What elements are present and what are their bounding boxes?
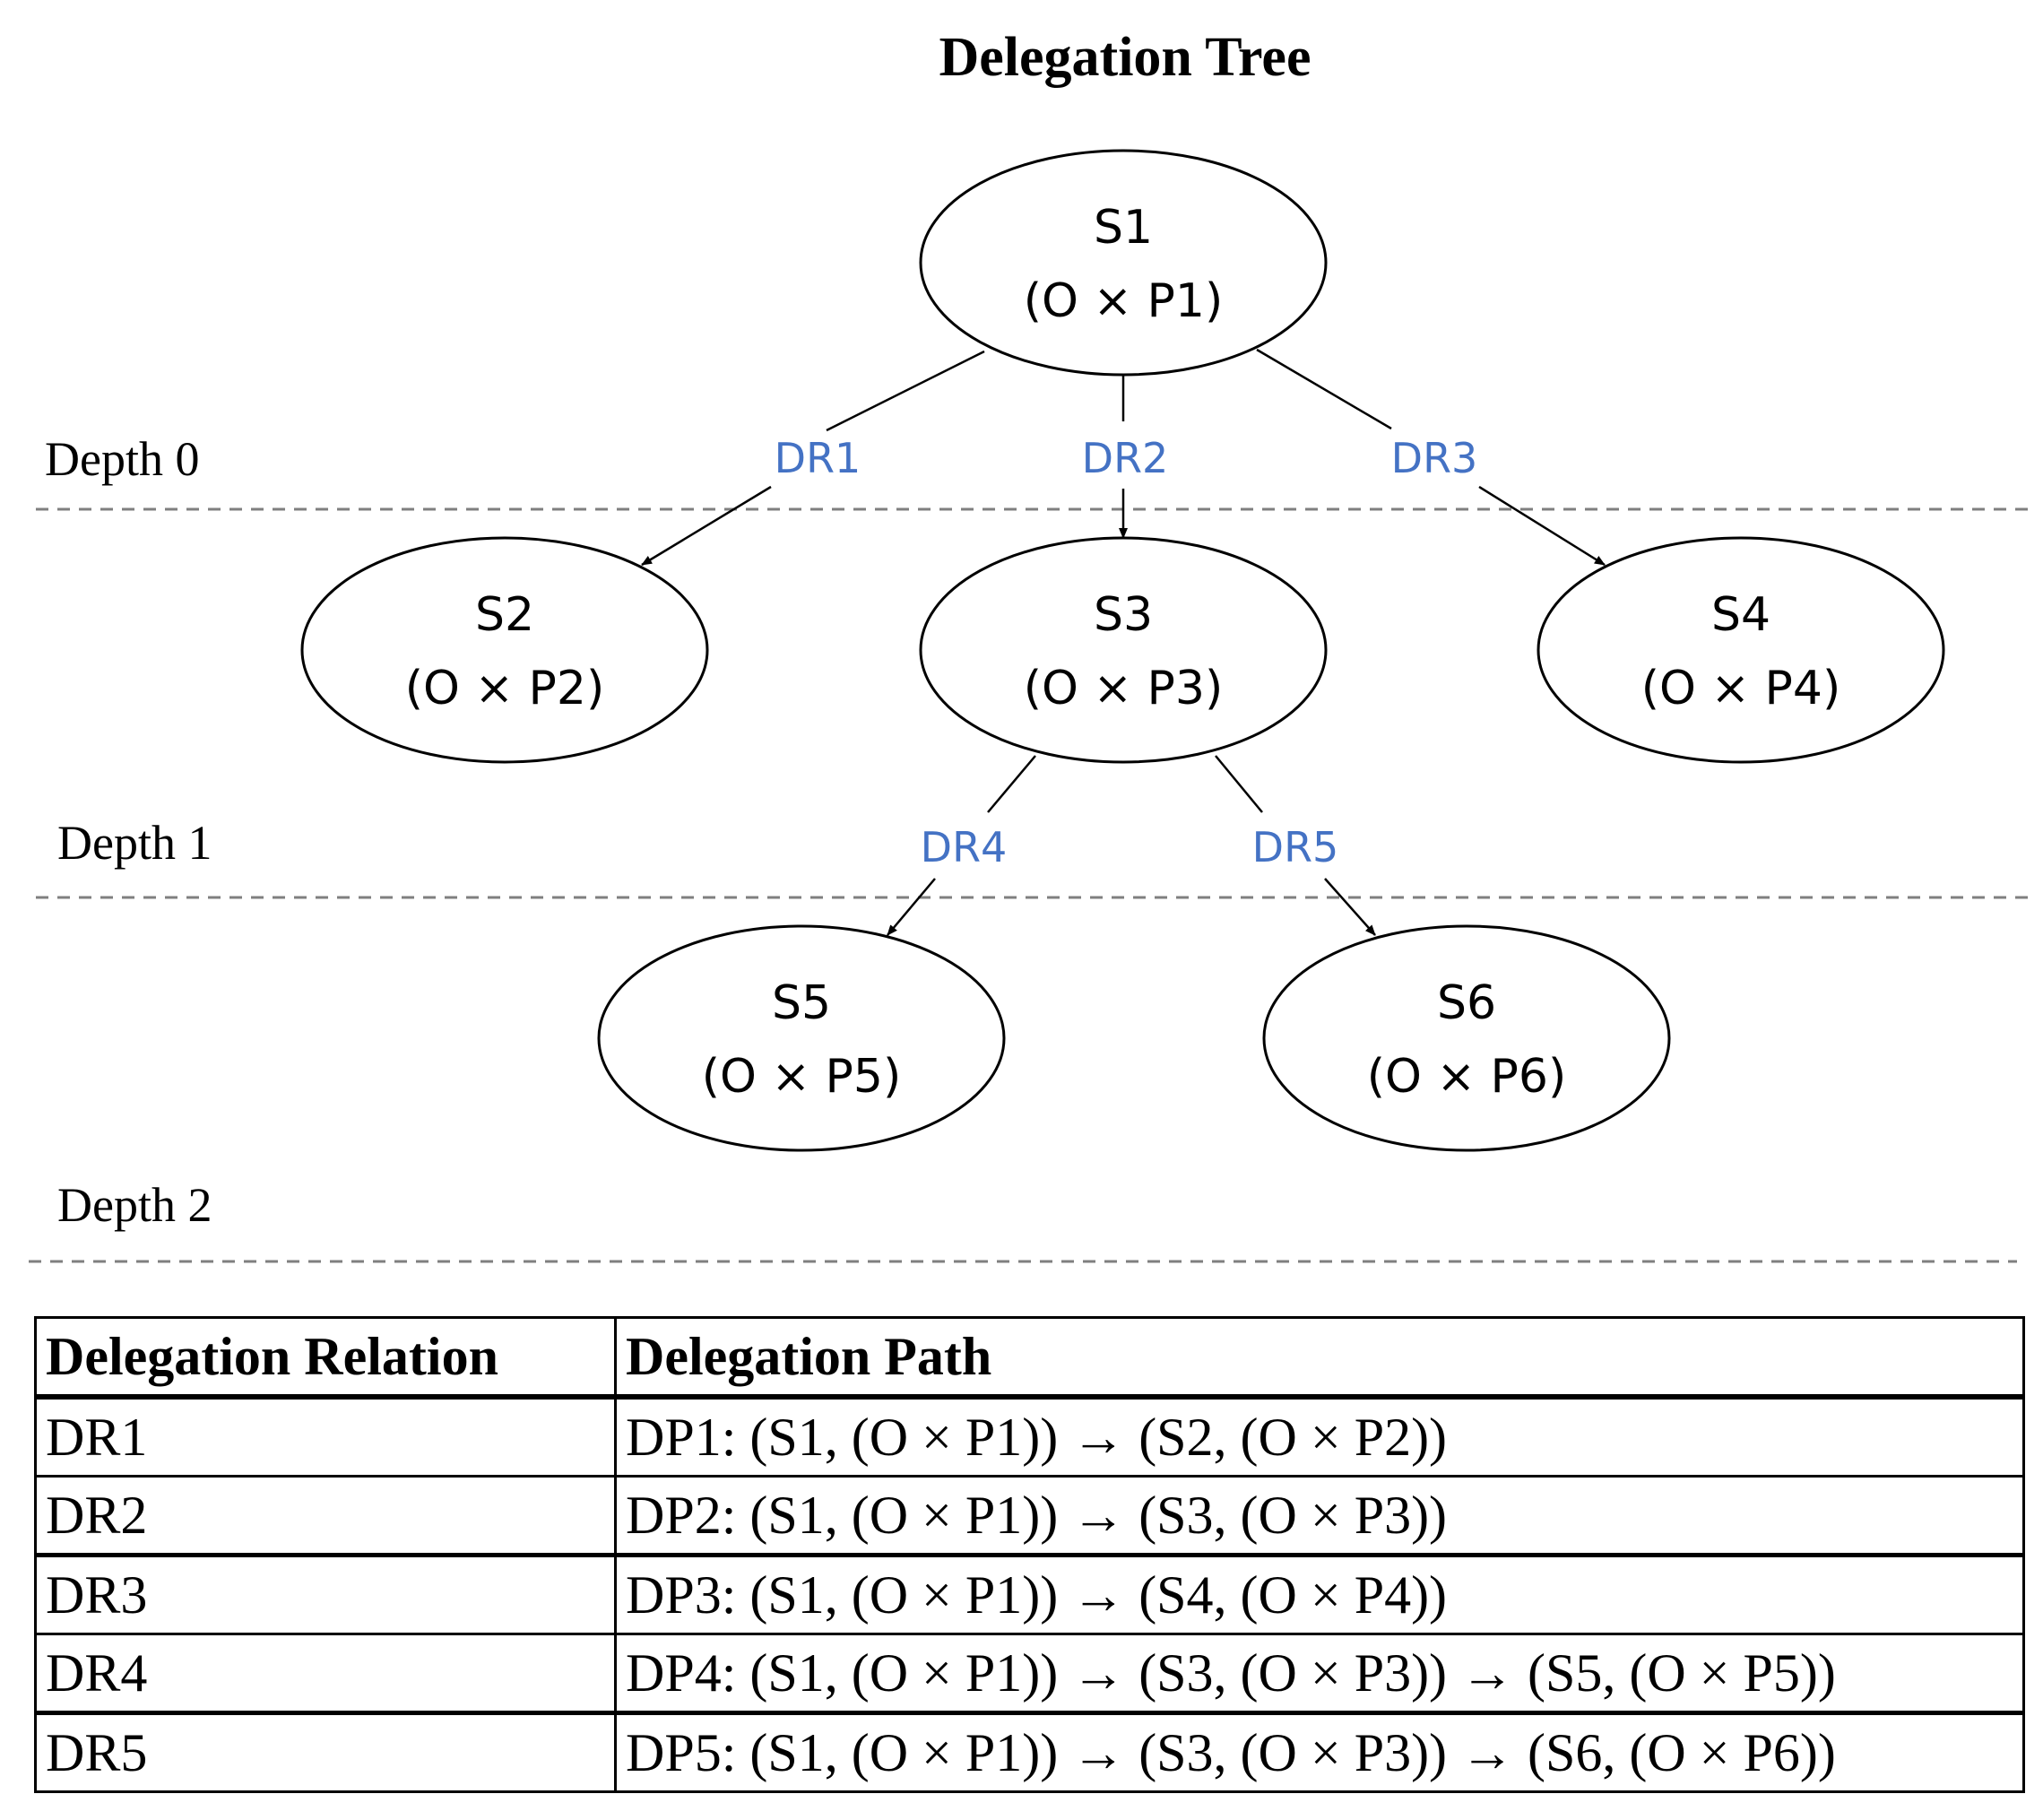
- node-s6: S6 (O × P6): [1262, 924, 1671, 1152]
- node-s1-perm: (O × P1): [1024, 274, 1224, 328]
- table-cell-path: DP2: (S1, (O × P1)) → (S3, (O × P3)): [614, 1475, 2025, 1556]
- node-s5-perm: (O × P5): [702, 1050, 902, 1104]
- delegation-table: Delegation Relation Delegation Path DR1 …: [34, 1316, 2025, 1793]
- edge-dr1: DR1: [641, 350, 985, 567]
- edge-dr4: DR4: [887, 755, 1036, 936]
- table-row: DR4 DP4: (S1, (O × P1)) → (S3, (O × P3))…: [34, 1633, 2025, 1714]
- table-header-path: Delegation Path: [614, 1316, 2025, 1400]
- node-s3-name: S3: [1094, 588, 1153, 642]
- node-s6-name: S6: [1437, 976, 1496, 1030]
- table-row: DR2 DP2: (S1, (O × P1)) → (S3, (O × P3)): [34, 1475, 2025, 1556]
- depth-2-label: Depth 2: [57, 1178, 212, 1232]
- table-header-relation: Delegation Relation: [34, 1316, 617, 1400]
- edge-dr2-label: DR2: [1082, 434, 1169, 482]
- table-row: DR5 DP5: (S1, (O × P1)) → (S3, (O × P3))…: [34, 1711, 2025, 1793]
- edge-dr1-line-bottom: [641, 485, 772, 567]
- edge-dr5-label: DR5: [1252, 823, 1339, 871]
- node-s4-ellipse: [1537, 536, 1945, 764]
- edge-dr1-line-top: [826, 350, 985, 432]
- node-s4-name: S4: [1711, 588, 1770, 642]
- delegation-tree-diagram: Delegation Tree Depth 0 Depth 1 Depth 2 …: [29, 27, 2033, 1263]
- table-cell-relation: DR1: [34, 1395, 617, 1478]
- node-s1-ellipse: [919, 149, 1328, 377]
- node-s5-name: S5: [772, 976, 831, 1030]
- node-s2: S2 (O × P2): [300, 536, 709, 764]
- node-s5: S5 (O × P5): [597, 924, 1006, 1152]
- edge-dr1-label: DR1: [775, 434, 861, 482]
- edge-dr3-label: DR3: [1391, 434, 1478, 482]
- node-s3: S3 (O × P3): [919, 536, 1328, 764]
- table-cell-path: DP5: (S1, (O × P1)) → (S3, (O × P3)) → (…: [614, 1711, 2025, 1793]
- edge-dr5: DR5: [1215, 755, 1376, 936]
- edge-dr5-line-bottom: [1324, 878, 1376, 936]
- depth-1-label: Depth 1: [57, 816, 212, 870]
- table-cell-relation: DR3: [34, 1553, 617, 1635]
- node-s4-perm: (O × P4): [1641, 662, 1841, 715]
- edge-dr5-line-top: [1215, 755, 1263, 813]
- table-cell-path: DP1: (S1, (O × P1)) → (S2, (O × P2)): [614, 1395, 2025, 1478]
- node-s2-ellipse: [300, 536, 709, 764]
- node-s3-perm: (O × P3): [1024, 662, 1224, 715]
- node-s5-ellipse: [597, 924, 1006, 1152]
- table-row: DR3 DP3: (S1, (O × P1)) → (S4, (O × P4)): [34, 1553, 2025, 1635]
- table-header-row: Delegation Relation Delegation Path: [34, 1316, 2025, 1400]
- edge-dr4-line-bottom: [887, 878, 936, 936]
- node-s1: S1 (O × P1): [919, 149, 1328, 377]
- node-s6-perm: (O × P6): [1367, 1050, 1567, 1104]
- depth-0-label: Depth 0: [45, 432, 199, 486]
- node-s2-perm: (O × P2): [405, 662, 605, 715]
- edge-dr3-line-bottom: [1478, 485, 1606, 567]
- diagram-title: Delegation Tree: [939, 27, 1312, 88]
- table-cell-path: DP4: (S1, (O × P1)) → (S3, (O × P3)) → (…: [614, 1633, 2025, 1714]
- edge-dr3: DR3: [1256, 348, 1606, 567]
- table-cell-relation: DR2: [34, 1475, 617, 1556]
- node-s2-name: S2: [475, 588, 534, 642]
- node-s6-ellipse: [1262, 924, 1671, 1152]
- table-cell-path: DP3: (S1, (O × P1)) → (S4, (O × P4)): [614, 1553, 2025, 1635]
- edge-dr4-line-top: [987, 755, 1036, 813]
- node-s4: S4 (O × P4): [1537, 536, 1945, 764]
- node-s1-name: S1: [1094, 201, 1153, 255]
- table-cell-relation: DR4: [34, 1633, 617, 1714]
- table-cell-relation: DR5: [34, 1711, 617, 1793]
- table-row: DR1 DP1: (S1, (O × P1)) → (S2, (O × P2)): [34, 1395, 2025, 1478]
- edge-dr4-label: DR4: [921, 823, 1008, 871]
- node-s3-ellipse: [919, 536, 1328, 764]
- edge-dr3-line-top: [1256, 348, 1392, 430]
- edge-dr2: DR2: [1082, 375, 1169, 539]
